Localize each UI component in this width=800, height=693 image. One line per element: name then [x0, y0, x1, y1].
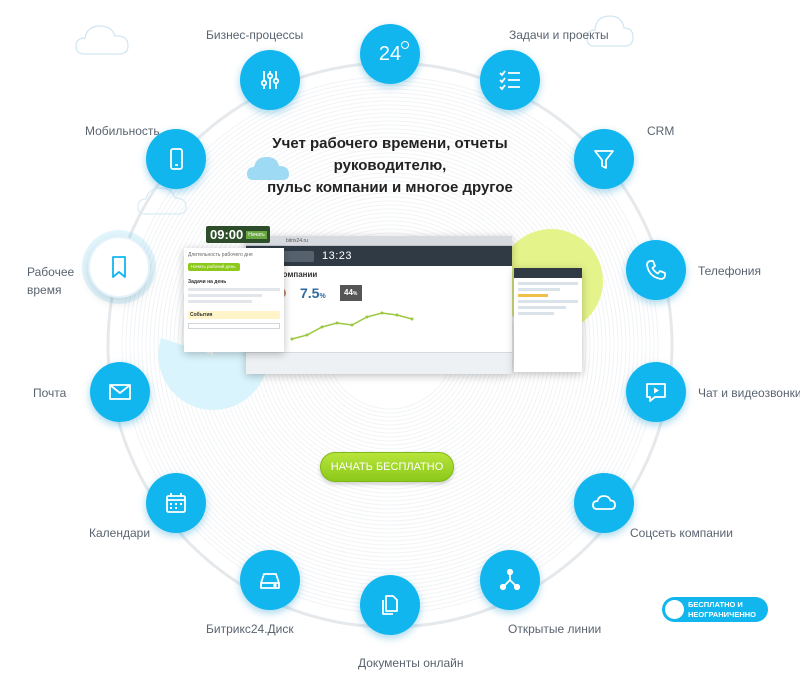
node-openlines[interactable]	[480, 550, 540, 610]
share-nodes-icon	[499, 568, 521, 591]
headline: Учет рабочего времени, отчеты руководите…	[230, 133, 550, 199]
cloud-decoration	[247, 157, 289, 180]
node-crm[interactable]	[574, 129, 634, 189]
funnel-icon	[594, 150, 614, 169]
node-worktime[interactable]	[88, 236, 150, 298]
chat-video-icon	[646, 383, 666, 402]
label-mail[interactable]: Почта	[33, 386, 67, 400]
label-disk[interactable]: Битрикс24.Диск	[206, 622, 294, 636]
label-social[interactable]: Соцсеть компании	[630, 526, 733, 540]
node-worktime-24[interactable]: 24	[360, 24, 420, 84]
start-workday-button[interactable]: Начать рабочий день	[188, 263, 240, 271]
phone-icon	[646, 260, 666, 280]
label-calendars[interactable]: Календари	[89, 526, 151, 540]
pulse-panel: Пульс компании 7.5% 44%	[246, 266, 512, 354]
activity-stat: 7.5%	[300, 285, 326, 301]
label-worktime[interactable]: Рабочее время	[27, 265, 75, 297]
node-mail[interactable]	[90, 362, 150, 422]
clock-24-icon: 24	[379, 40, 410, 66]
node-calendars[interactable]	[146, 473, 206, 533]
portal-clock: 13:23	[322, 250, 353, 262]
node-telephony[interactable]	[626, 240, 686, 300]
browser-chrome: bitrix24.ru	[246, 236, 512, 246]
label-tasks[interactable]: Задачи и проекты	[509, 28, 609, 42]
label-docs[interactable]: Документы онлайн	[358, 656, 464, 670]
cloud-decoration	[586, 15, 634, 47]
label-chat[interactable]: Чат и видеозвонки	[698, 386, 800, 400]
envelope-icon	[109, 384, 131, 400]
bookmark-icon	[112, 256, 126, 278]
events-title: События	[188, 311, 280, 319]
node-bp[interactable]	[240, 50, 300, 110]
workday-panel-title: Длительность рабочего дня	[188, 252, 253, 258]
pulse-line-chart	[290, 311, 414, 341]
node-disk[interactable]	[240, 550, 300, 610]
portal-footer-tiles	[246, 352, 512, 374]
calendar-icon	[166, 493, 186, 513]
sliders-icon	[260, 71, 280, 89]
side-screenshot	[514, 268, 582, 372]
tasks-title: Задачи на день	[188, 279, 227, 285]
smartphone-icon	[170, 148, 183, 170]
task-list-icon	[499, 70, 520, 91]
toggle-knob[interactable]	[665, 600, 684, 619]
portal-screenshot: bitrix24.ru поиск 13:23 Пульс компании 7…	[246, 236, 512, 374]
documents-icon	[382, 595, 398, 615]
toggle-label: БЕСПЛАТНО И НЕОГРАНИЧЕННО	[688, 600, 757, 619]
node-social[interactable]	[574, 473, 634, 533]
portal-header: поиск 13:23	[246, 246, 512, 266]
headline-line-1: Учет рабочего времени, отчеты руководите…	[272, 135, 508, 174]
headline-line-2: пульс компании и многое другое	[267, 179, 513, 196]
start-free-button[interactable]: НАЧАТЬ БЕСПЛАТНО	[320, 452, 454, 482]
node-docs[interactable]	[360, 575, 420, 635]
label-openlines[interactable]: Открытые линии	[508, 622, 602, 636]
cloud-decoration	[137, 187, 187, 215]
label-bp[interactable]: Бизнес-процессы	[206, 28, 304, 42]
node-chat[interactable]	[626, 362, 686, 422]
label-crm[interactable]: CRM	[647, 124, 675, 138]
label-mobility[interactable]: Мобильность	[85, 124, 160, 138]
drive-icon	[260, 573, 280, 589]
cloud-icon	[592, 495, 616, 510]
percent-badge: 44%	[339, 285, 362, 301]
label-telephony[interactable]: Телефония	[698, 264, 761, 278]
node-mobility[interactable]	[146, 129, 206, 189]
free-unlimited-toggle[interactable]: БЕСПЛАТНО И НЕОГРАНИЧЕННО	[662, 597, 768, 622]
pulse-title: Пульс компании	[252, 270, 318, 279]
cloud-decoration	[75, 25, 129, 55]
workday-panel: Длительность рабочего дня Начать рабочий…	[184, 248, 284, 352]
node-tasks[interactable]	[480, 50, 540, 110]
